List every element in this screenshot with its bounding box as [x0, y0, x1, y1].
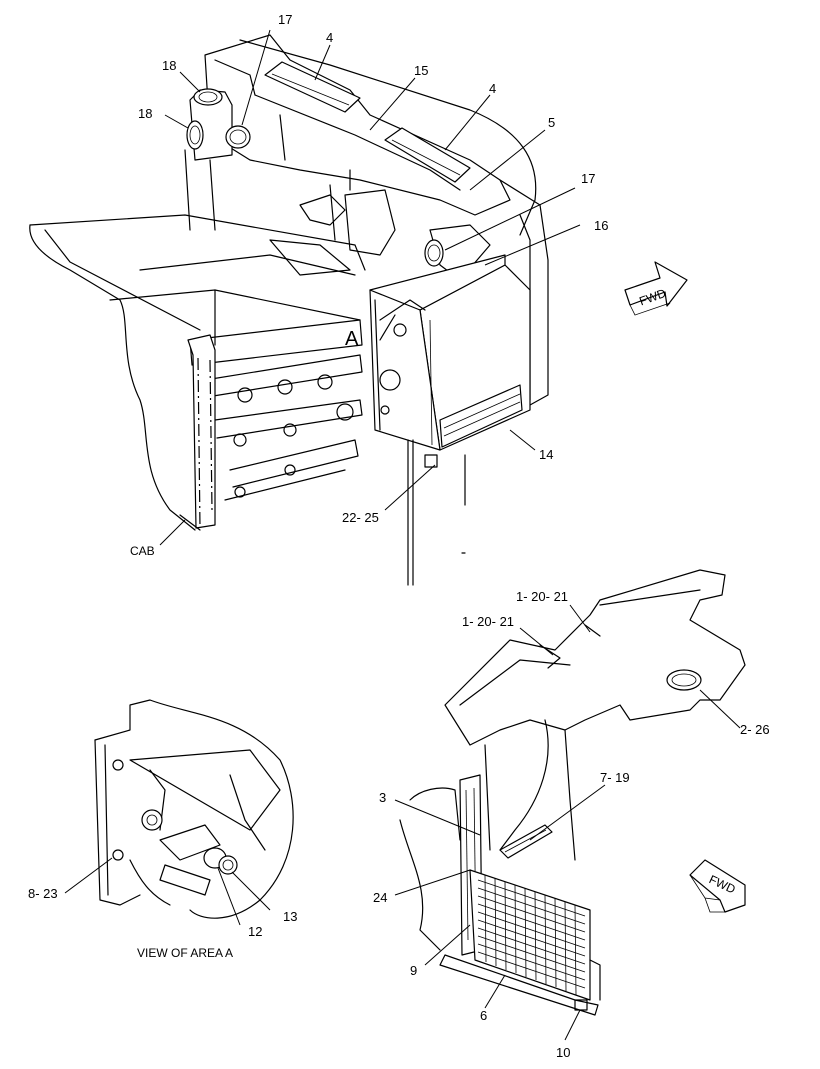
callout-22-25: 22- 25	[342, 510, 379, 525]
callout-14: 14	[539, 447, 553, 462]
upper-assembly-drawing: A	[29, 34, 549, 586]
callout-16: 16	[594, 218, 608, 233]
callout-4-right: 4	[489, 81, 496, 96]
callout-17-right: 17	[581, 171, 595, 186]
callout-18-top: 18	[162, 58, 176, 73]
callout-4-top: 4	[326, 30, 333, 45]
callout-6: 6	[480, 1008, 487, 1023]
callout-3: 3	[379, 790, 386, 805]
fwd-arrow-lower: FWD	[689, 859, 746, 913]
fwd-arrow-upper: FWD	[624, 261, 688, 316]
view-of-area-a-drawing	[94, 699, 294, 919]
callout-10: 10	[556, 1045, 570, 1060]
leader-lines	[64, 29, 741, 1041]
callout-1-20-21-right: 1- 20- 21	[516, 589, 568, 604]
area-a-marker: A	[345, 328, 359, 350]
callout-7-19: 7- 19	[600, 770, 630, 785]
callout-cab: CAB	[130, 544, 155, 558]
callout-9: 9	[410, 963, 417, 978]
screen-grid	[477, 874, 586, 996]
lower-right-assembly-drawing	[399, 569, 746, 1016]
callout-12: 12	[248, 924, 262, 939]
view-of-area-a-caption: VIEW OF AREA A	[137, 946, 233, 960]
callout-1-20-21-left: 1- 20- 21	[462, 614, 514, 629]
callout-17-top: 17	[278, 12, 292, 27]
callout-2-26: 2- 26	[740, 722, 770, 737]
callout-24: 24	[373, 890, 387, 905]
callout-5: 5	[548, 115, 555, 130]
callout-labels: 17 4 18 15 18 4 5 17 16 14 22- 25 CAB 1-…	[28, 12, 770, 1060]
callout-8-23: 8- 23	[28, 886, 58, 901]
callout-13: 13	[283, 909, 297, 924]
callout-15: 15	[414, 63, 428, 78]
callout-18-side: 18	[138, 106, 152, 121]
